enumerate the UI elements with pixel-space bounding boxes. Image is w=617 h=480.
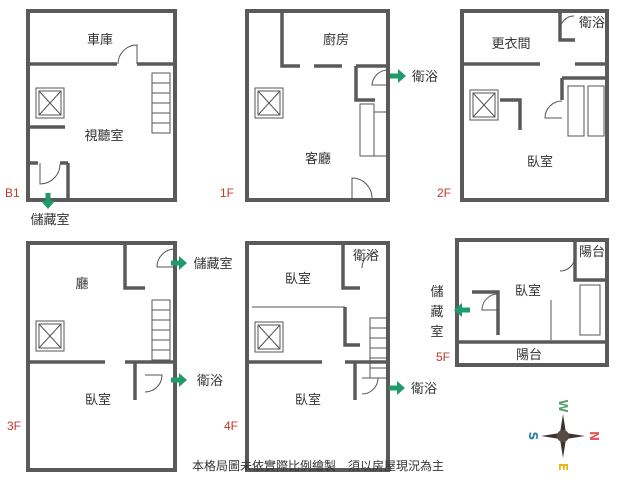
room-bedroom2: 臥室	[295, 392, 321, 408]
room-theater: 視聽室	[84, 128, 123, 144]
room-balcony1: 陽台	[579, 245, 605, 260]
floor-1f: 廚房 客廳 衛浴 1F	[220, 9, 438, 202]
svg-text:E: E	[556, 463, 570, 471]
svg-text:藏: 藏	[430, 305, 443, 320]
svg-text:儲: 儲	[430, 285, 443, 300]
stairs-icon	[151, 299, 171, 361]
room-storage: 儲藏室	[193, 256, 232, 272]
door-icon	[371, 69, 389, 86]
room-bath1: 衛浴	[353, 249, 379, 264]
floor-3f: 廳 臥室 儲藏室 衛浴 3F	[7, 241, 233, 472]
floor-2f: 更衣間 衛浴 臥室 2F	[437, 9, 609, 202]
floor-label-4f: 4F	[224, 419, 238, 433]
floor-5f: 陽台 臥室 陽台 儲 藏 室 5F	[430, 238, 609, 367]
svg-text:S: S	[526, 432, 540, 441]
floor-label-2f: 2F	[437, 186, 451, 200]
room-bedroom1: 臥室	[285, 271, 311, 287]
floor-label-3f: 3F	[7, 419, 21, 433]
floor-b1: 車庫 視聽室 B1 儲藏室	[5, 9, 177, 228]
door-icon	[351, 177, 373, 200]
room-garage: 車庫	[87, 33, 113, 48]
room-storage: 儲藏室	[30, 212, 69, 228]
room-bath: 衛浴	[412, 70, 438, 85]
room-kitchen: 廚房	[323, 32, 349, 48]
door-icon	[39, 163, 61, 185]
room-storage-vertical: 儲 藏 室	[430, 285, 443, 340]
disclaimer-note: 本格局圖未依實際比例繪製 須以房屋現況為主	[192, 458, 444, 473]
svg-text:室: 室	[430, 324, 443, 340]
room-balcony2: 陽台	[516, 348, 542, 363]
floor-4f: 臥室 衛浴 臥室 衛浴 4F	[224, 241, 437, 472]
room-bath: 衛浴	[197, 374, 223, 389]
floor-label-1f: 1F	[220, 186, 234, 200]
room-closet: 更衣間	[491, 36, 530, 52]
compass-icon: W S N E	[526, 399, 601, 471]
stairs-icon	[579, 284, 601, 336]
room-bedroom: 臥室	[85, 392, 111, 408]
door-icon	[361, 377, 379, 395]
stairs-icon	[369, 317, 389, 379]
elevator-icon	[254, 321, 284, 353]
room-bedroom: 臥室	[527, 154, 553, 170]
elevator-icon	[254, 87, 284, 119]
stairs-icon	[567, 85, 585, 137]
svg-text:N: N	[587, 431, 601, 441]
elevator-icon	[35, 87, 65, 119]
elevator-icon	[35, 320, 65, 352]
room-hall: 廳	[75, 276, 88, 292]
svg-text:W: W	[556, 399, 570, 412]
stairs-icon	[151, 72, 171, 134]
elevator-icon	[469, 89, 499, 121]
arrow-right-icon	[390, 69, 406, 83]
room-bath: 衛浴	[579, 16, 605, 31]
door-icon	[544, 100, 563, 119]
room-bedroom: 臥室	[515, 283, 541, 299]
arrow-right-icon	[389, 381, 405, 395]
stairs-icon	[359, 103, 375, 157]
door-icon	[117, 44, 138, 65]
floor-label-b1: B1	[5, 186, 20, 200]
door-icon	[144, 374, 163, 393]
room-bath2: 衛浴	[411, 382, 437, 397]
floor-label-5f: 5F	[436, 350, 450, 364]
arrow-down-icon	[41, 193, 55, 209]
room-living: 客廳	[305, 151, 331, 167]
door-icon	[156, 248, 176, 268]
